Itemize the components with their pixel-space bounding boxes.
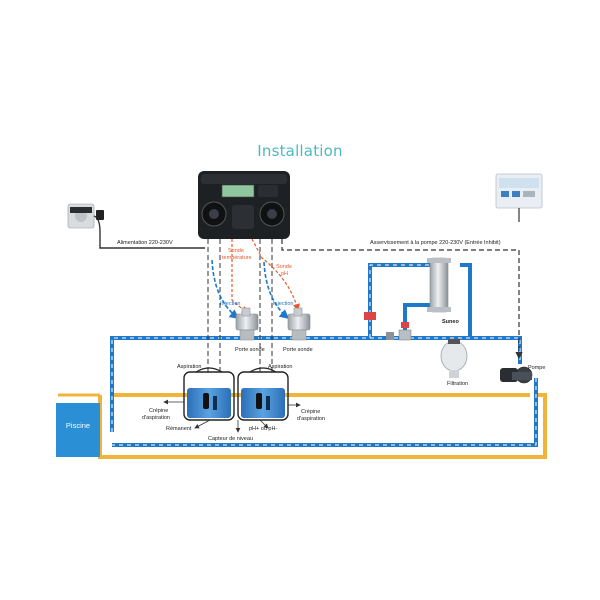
aspiration-label-left: Aspiration [177,364,201,370]
suneo-label: Suneo [442,319,459,325]
dosing-tubes [207,239,273,372]
probe-holder-label-left: Porte sonde [235,347,265,353]
probe-holder-left [235,307,259,341]
valves [364,312,412,341]
strainer-label-left-2: d'aspiration [142,415,170,421]
pump-unit [500,366,533,384]
power-plug [67,203,205,249]
ph-probe-label-2: pH [281,271,288,277]
pool-label: Piscine [66,421,90,430]
level-sensor-label: Capteur de niveau [208,436,253,442]
temp-probe-label-1: Sonde [228,248,244,254]
power-supply-label: Alimentation 220-230V [117,240,173,246]
tank-right [237,367,289,421]
temp-probe-label-2: température [222,255,252,261]
pump-control-cable [281,239,523,360]
strainer-label-left-1: Crépine [149,408,168,414]
ph-plus-minus-label: pH+ ou pH- [249,426,277,432]
aspiration-label-right: Aspiration [268,364,292,370]
suneo-unit [427,257,451,313]
pump-label: Pompe [528,365,545,371]
ph-probe-label-1: Sonde [276,264,292,270]
injection-lines [211,259,290,320]
suneo-control-box [495,173,543,222]
injection-label-right: Injection [273,301,294,307]
strainer-label-right-1: Crépine [301,409,320,415]
filtration-unit [440,339,468,378]
controller-unit [198,171,290,239]
tank-left [183,367,235,421]
remanent-label: Rémanent [166,426,192,432]
injection-label-left: Injection [220,301,241,307]
probe-holder-right [287,307,311,341]
diagram-title: Installation [257,142,343,160]
pump-control-label: Asservissement à la pompe 220-230V (Entr… [370,240,501,246]
strainer-label-right-2: d'aspiration [297,416,325,422]
strainer-arrows [163,399,301,433]
filtration-label: Filtration [447,381,468,387]
pool-box: Piscine [56,403,100,457]
probe-cables [231,238,300,313]
probe-holder-label-right: Porte sonde [283,347,313,353]
pool-outline [58,393,547,459]
